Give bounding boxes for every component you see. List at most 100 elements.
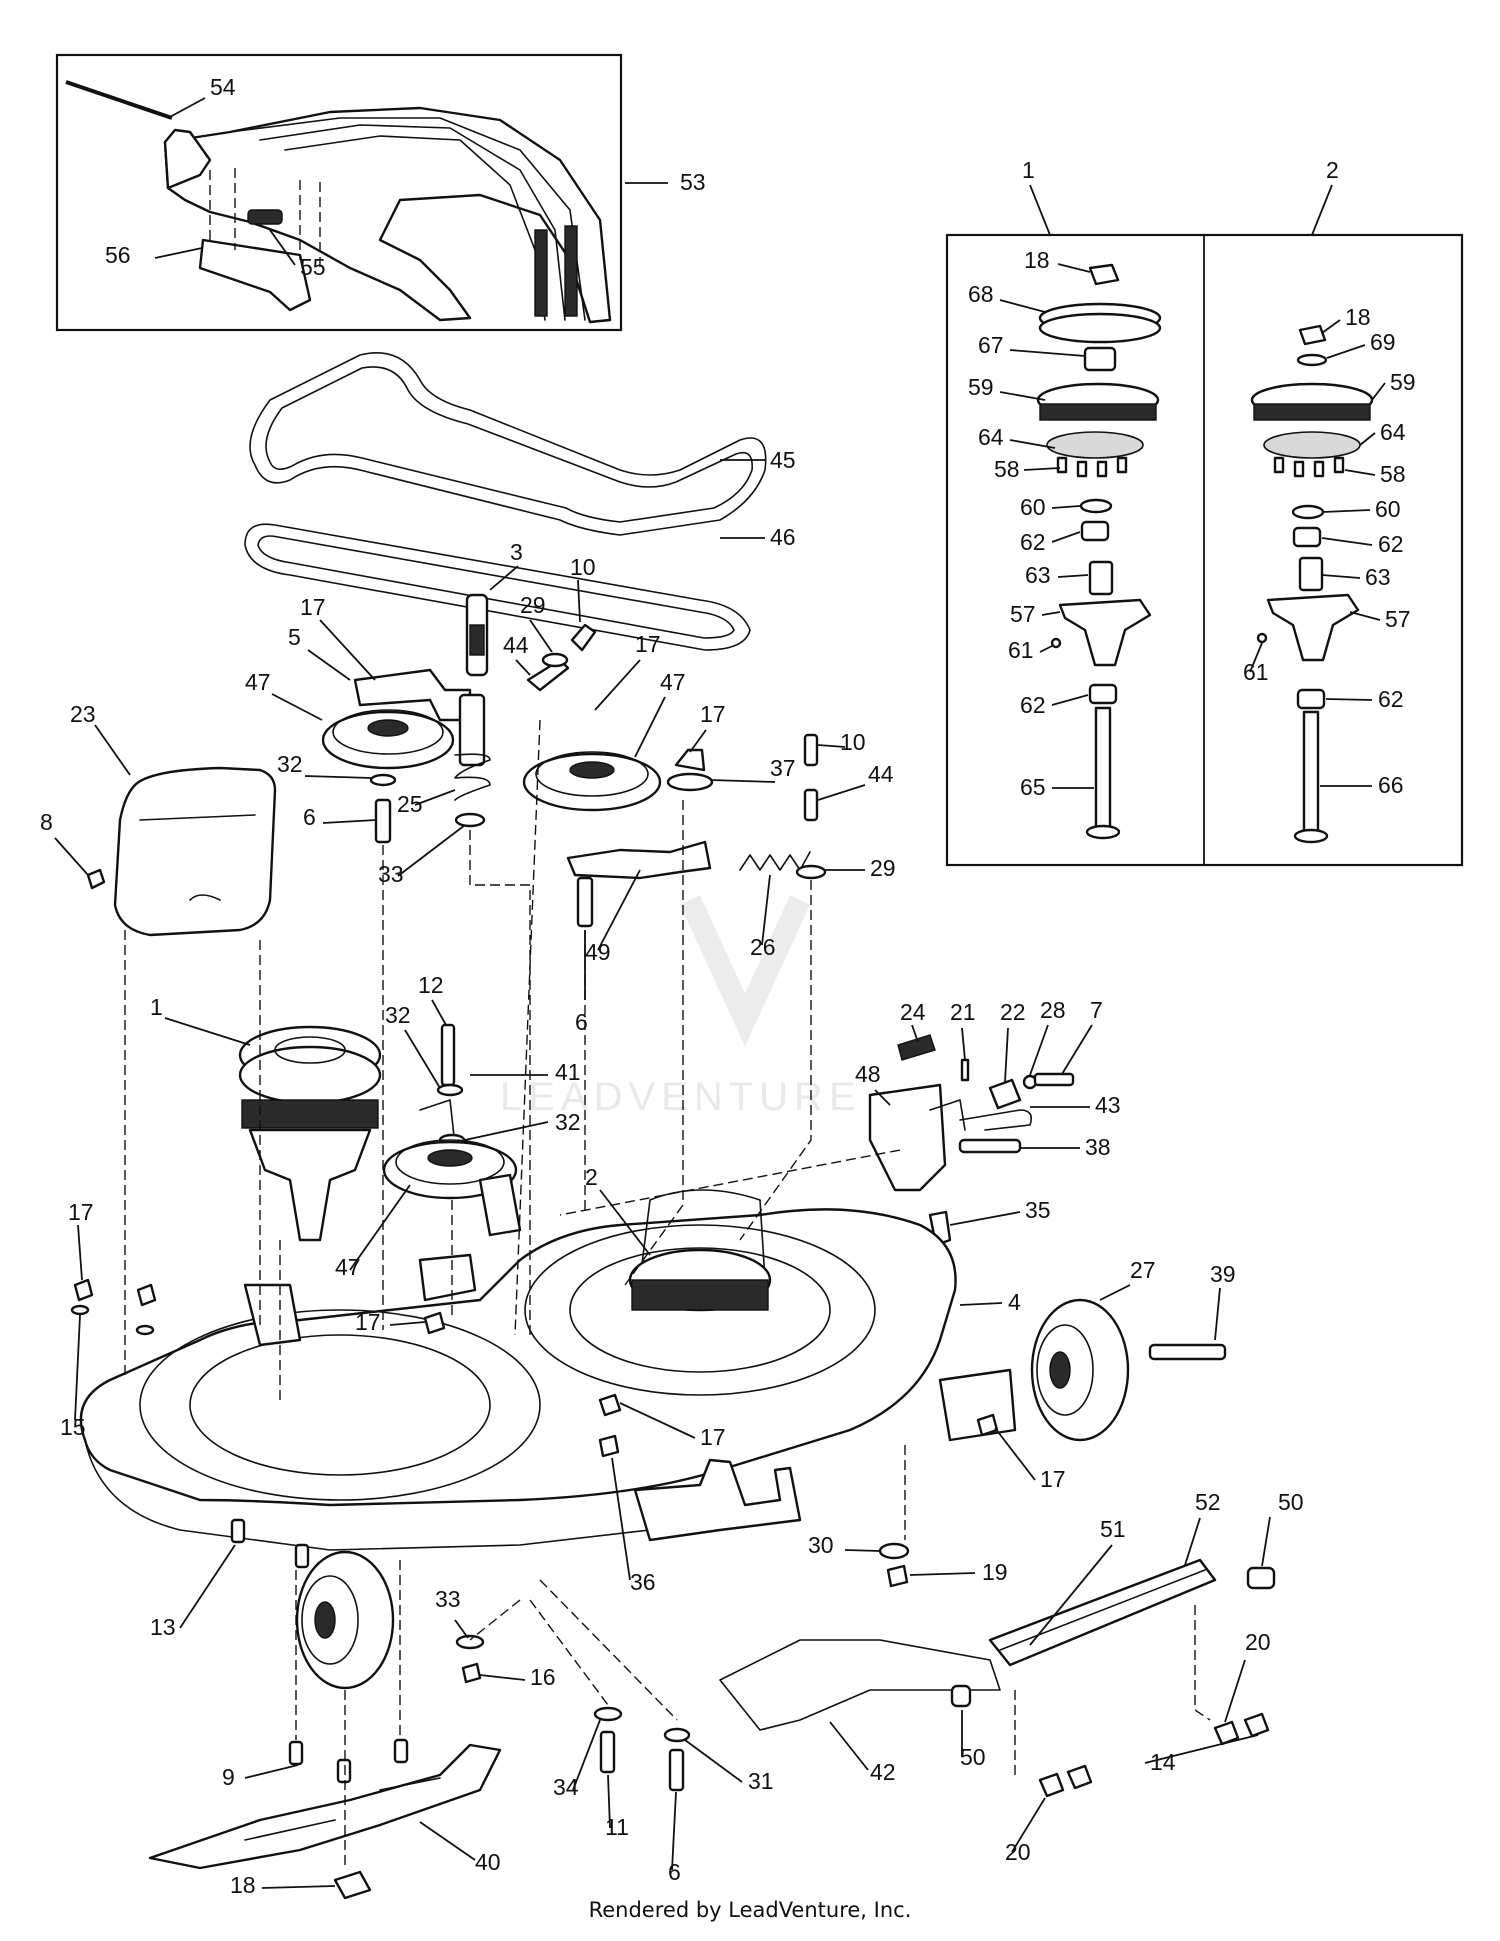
callout-c49: 49 (585, 939, 611, 965)
callout-c18a: 18 (230, 1872, 256, 1898)
leader-c17c (689, 729, 707, 753)
nut-14-upper (1243, 1712, 1270, 1738)
bolt-6-left (374, 798, 392, 844)
callout-c1: 1 (150, 994, 163, 1020)
callout-c10a: 10 (570, 554, 596, 580)
callout-c42: 42 (870, 1759, 896, 1785)
leader-c17b (594, 659, 641, 711)
bracket-48 (868, 1083, 966, 1192)
bolt-11 (599, 1730, 616, 1774)
nut-19 (886, 1564, 909, 1588)
leader-c50a (1261, 1516, 1271, 1567)
leader-c61b (1249, 642, 1263, 673)
leader-c35 (949, 1211, 1021, 1226)
watermark-text: LEADVENTURE (500, 1075, 862, 1119)
callout-c64b: 64 (1380, 419, 1406, 445)
callout-c6c: 6 (668, 1859, 681, 1885)
bearing-62b (1088, 683, 1118, 705)
leader-c12 (431, 999, 447, 1026)
spindle-assembly-2-exploded (1250, 324, 1374, 844)
leader-c33a (397, 824, 466, 877)
leader-c10a (577, 579, 581, 623)
callout-c63a: 63 (1025, 562, 1051, 588)
callout-c52: 52 (1195, 1489, 1221, 1515)
washer-29-upper (541, 652, 569, 668)
leader-c17e (389, 1321, 426, 1326)
leader-c33b (454, 1619, 469, 1639)
bolt-6-lower (668, 1748, 685, 1792)
leader-c47a (634, 696, 666, 758)
callout-c6a: 6 (303, 804, 316, 830)
wheel-bracket (938, 1368, 1017, 1442)
footer-credit: Rendered by LeadVenture, Inc. (588, 1898, 912, 1922)
callout-c65: 65 (1020, 774, 1046, 800)
leader-c15 (74, 1314, 81, 1421)
leader-c48 (874, 1089, 891, 1106)
leader-c40 (419, 1821, 476, 1861)
callout-c69: 69 (1370, 329, 1396, 355)
leader-c32b (404, 1029, 441, 1089)
spring-25 (454, 753, 491, 801)
callout-c63b: 63 (1365, 564, 1391, 590)
callout-c58b: 58 (1380, 461, 1406, 487)
bracket-22 (988, 1078, 1022, 1110)
leader-c11 (607, 1774, 611, 1829)
callout-c34: 34 (553, 1774, 579, 1800)
callout-c46: 46 (770, 524, 796, 550)
leader-c59b (1371, 382, 1386, 401)
nut-18-inset-b (1298, 324, 1327, 346)
washer-32 (369, 773, 397, 787)
leader-c17g (994, 1427, 1036, 1481)
callout-c50a: 50 (1278, 1489, 1304, 1515)
callout-c28: 28 (1040, 997, 1066, 1023)
callout-c33a: 33 (378, 861, 404, 887)
washer-15a (70, 1304, 90, 1316)
inset-label-1: 1 (1022, 157, 1035, 183)
callout-c45: 45 (770, 447, 796, 473)
callout-c17a: 17 (300, 594, 326, 620)
leader-c19 (909, 1572, 976, 1576)
bolt-9b (336, 1758, 352, 1784)
bar-51 (988, 1558, 1217, 1667)
callout-c2: 2 (585, 1164, 598, 1190)
belt-45 (249, 351, 767, 536)
callout-c57b: 57 (1385, 606, 1411, 632)
callout-c30: 30 (808, 1532, 834, 1558)
leader-c17f (619, 1402, 696, 1439)
leader-c3 (489, 565, 519, 591)
leader-c27 (1099, 1284, 1131, 1301)
bolt-9a (288, 1740, 304, 1766)
deck-bracket-mid (478, 1173, 522, 1237)
leader-c16 (479, 1674, 526, 1681)
callout-c38: 38 (1085, 1134, 1111, 1160)
callout-c15: 15 (60, 1414, 86, 1440)
callout-c47b: 47 (245, 669, 271, 695)
leader-c8 (54, 837, 89, 876)
bolt-6-arm (576, 876, 594, 928)
belt-guard-53 (163, 106, 612, 324)
leader-c60b (1322, 509, 1371, 513)
leader-c18b (1057, 263, 1091, 273)
nut-20-lower (1038, 1772, 1065, 1798)
bearing-62d (1296, 688, 1326, 710)
leader-c44a (515, 659, 531, 676)
nut-16 (461, 1662, 482, 1684)
leader-c58a (1023, 467, 1061, 471)
leader-c29a (529, 619, 553, 653)
callout-c17c: 17 (700, 701, 726, 727)
callout-c39: 39 (1210, 1261, 1236, 1287)
callout-c60b: 60 (1375, 496, 1401, 522)
leader-c14 (1144, 1734, 1259, 1764)
spindle-assembly-1-exploded (1036, 263, 1162, 840)
pin-21 (960, 1058, 970, 1082)
leader-c49 (597, 869, 641, 951)
spring-55 (247, 209, 283, 225)
leader-c7 (1061, 1024, 1093, 1075)
callout-c29a: 29 (520, 592, 546, 618)
callout-c12: 12 (418, 972, 444, 998)
leader-c62b (1051, 694, 1089, 706)
leader-c39 (1214, 1287, 1221, 1341)
bolt-13a (230, 1518, 246, 1544)
washer-33b (455, 1634, 485, 1650)
leader-c62a (1051, 531, 1081, 543)
